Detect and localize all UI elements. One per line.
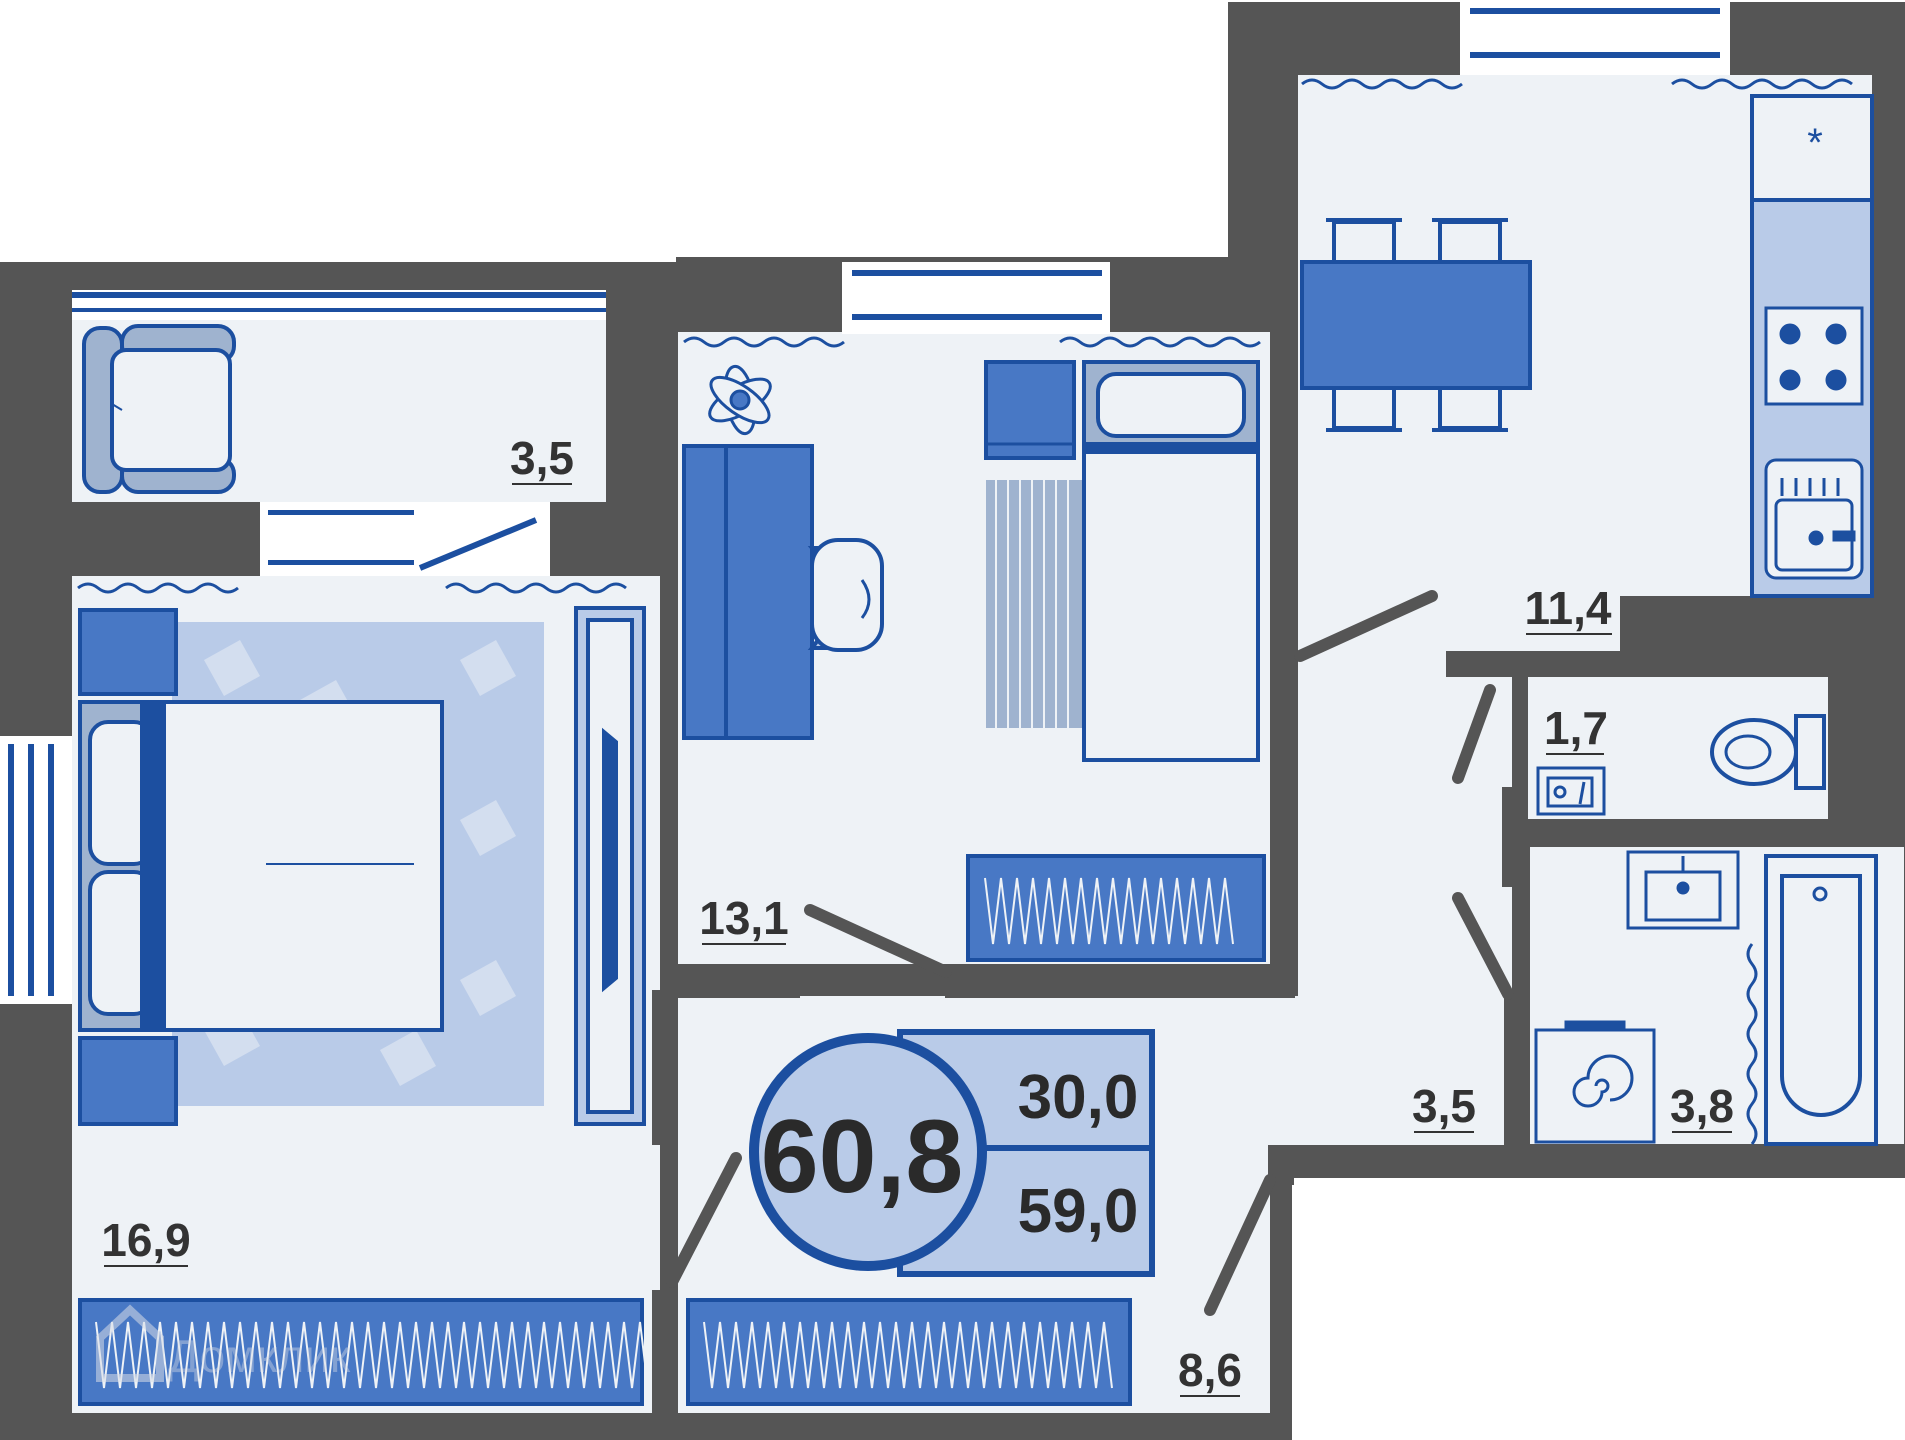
wardrobe-icon (574, 606, 646, 1126)
wc-door (1452, 684, 1496, 784)
rug-icon (986, 480, 1084, 728)
plant-icon (708, 364, 772, 436)
windows (0, 0, 1730, 1004)
wc-area-label: 1,7 (1544, 702, 1608, 754)
washing-machine-icon (1534, 1020, 1656, 1144)
partition-kitchen-wc-b (1620, 596, 1905, 651)
watermark-text: Домклик (168, 1330, 351, 1382)
curtain-bedroom-right (445, 582, 627, 594)
dining-table-icon (1300, 218, 1532, 432)
kitchen-door (1294, 590, 1438, 662)
partition-kitchen-wc-a (1446, 651, 1866, 677)
armchair-icon (82, 324, 236, 494)
balcony-area-label: 3,5 (510, 432, 574, 484)
corridor-area-label: 3,5 (1412, 1080, 1476, 1132)
bathroom-sink-icon (1626, 850, 1740, 930)
kitchen-window (1460, 0, 1730, 75)
curtain-kitchen-left (1301, 78, 1463, 90)
kids-bed-icon (1082, 360, 1260, 762)
entrance-door (1204, 1174, 1276, 1316)
double-bed-icon (78, 700, 444, 1032)
partition-bedroom-kids (652, 990, 678, 1145)
curtain-kids-right (1059, 336, 1261, 348)
svg-text:*: * (1807, 121, 1823, 165)
balcony-door (260, 502, 550, 576)
partition-wc-left (1502, 787, 1528, 887)
desk-chair-icon (807, 538, 884, 652)
kitchen-sink-icon (1764, 458, 1864, 580)
total-area-circle (749, 1033, 987, 1271)
partitions (652, 332, 1905, 1440)
fridge-icon: * (1750, 94, 1874, 202)
bathroom-area-label: 3,8 (1670, 1080, 1734, 1132)
stove-icon (1764, 306, 1864, 406)
living-area-value: 30,0 (1018, 1063, 1139, 1132)
partition-wc-bath (1528, 819, 1905, 847)
nightstand-icon (984, 360, 1076, 460)
partition-kids-hall-left (678, 966, 800, 998)
balcony-glazing (72, 290, 606, 320)
kids-radiator-icon (966, 854, 1266, 962)
doors (666, 590, 1514, 1316)
kitchen-area-label: 11,4 (1525, 582, 1612, 634)
bedroom-window (0, 736, 72, 1004)
bedroom-door (666, 1152, 742, 1288)
hall-radiator-icon (686, 1298, 1132, 1406)
curtain-kids-left (683, 336, 845, 348)
kids-room-door (804, 904, 952, 978)
hall-area-label: 8,6 (1178, 1344, 1242, 1396)
partition-bedroom-hall (652, 1290, 678, 1440)
curtains (77, 78, 1853, 594)
room-labels: 3,5 13,1 11,4 1,7 3,5 3,8 16,9 8,6 (101, 432, 1734, 1397)
curtain-bedroom-left (77, 582, 239, 594)
watermark-logo: Домклик (96, 1304, 351, 1382)
bedroom-area-label: 16,9 (101, 1214, 191, 1266)
toilet-icon (1710, 714, 1826, 790)
partition-bath-left (1504, 997, 1530, 1147)
curtain-kitchen-right (1671, 78, 1853, 90)
partition-wc-right (1828, 677, 1905, 819)
nightstand-bottom-icon (78, 1036, 178, 1126)
shower-curtain (1746, 943, 1758, 1145)
kids-room-window (842, 262, 1110, 334)
area-badge: 60,8 30,0 59,0 (749, 1029, 1155, 1277)
desk-icon (682, 444, 814, 740)
wc-sink-icon (1536, 766, 1606, 816)
kids-room-area-label: 13,1 (699, 892, 789, 944)
bathroom-door (1452, 892, 1514, 1000)
nightstand-top-icon (78, 608, 178, 696)
partition-kids-kitchen (1270, 332, 1298, 672)
area-without-balcony-value: 59,0 (1018, 1177, 1139, 1246)
bathtub-icon (1764, 854, 1878, 1146)
total-area-value: 60,8 (761, 1099, 963, 1215)
bedroom-radiator-icon (78, 1298, 649, 1406)
partition-kids-hall-right (945, 966, 1295, 998)
